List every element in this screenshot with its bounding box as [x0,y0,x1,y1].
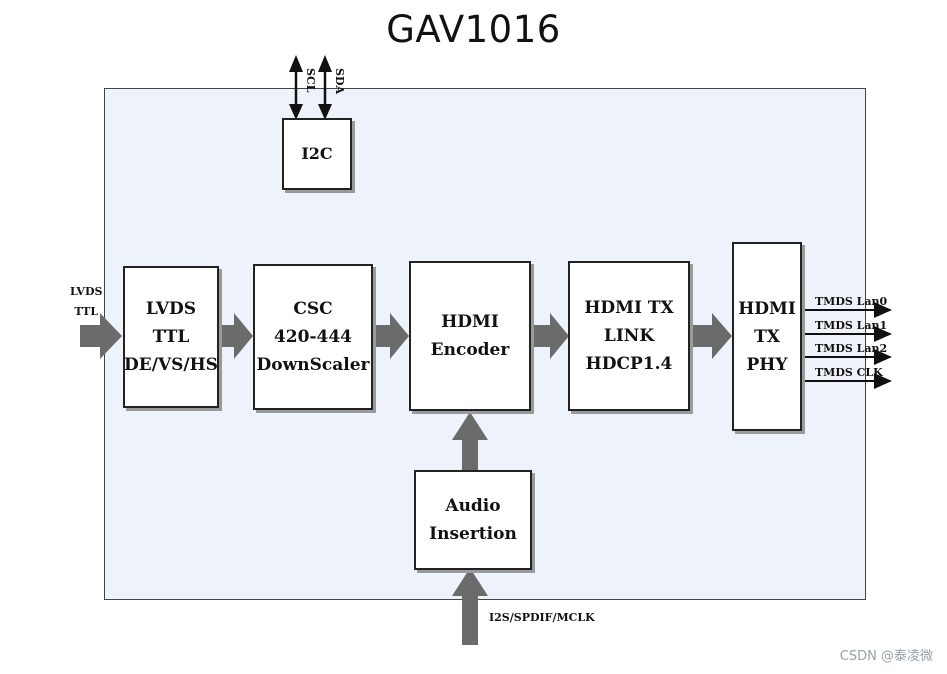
hdmi-tx-phy-block-label: HDMI TX PHY [738,298,796,375]
scl-top-head [289,55,303,72]
hdmi-tx-phy-block: HDMI TX PHY [732,242,802,431]
diagram-title: GAV1016 [386,8,561,51]
hdmi-encoder-block-label: HDMI Encoder [430,312,510,360]
hdmi-encoder-block: HDMI Encoder [409,261,531,411]
lvds-input-label: LVDS TTL [70,285,103,318]
audio-input-label: I2S/SPDIF/MCLK [489,611,595,624]
csc-block-label: CSC 420-444 DownScaler [256,299,370,375]
scl-label: SCL [304,68,317,93]
i2c-block: I2C [282,118,352,190]
sda-label: SDA [333,68,346,95]
i2s-input-arrow [452,568,488,645]
lvds-to-csc-arrow [216,313,253,359]
csc-to-encoder-arrow [372,313,409,359]
scl-bottom-head [289,104,303,120]
tmds-lan2-label: TMDS Lan2 [815,342,888,355]
tmds-lan1-label: TMDS Lan1 [815,319,888,332]
tmds-clk-label: TMDS CLK [815,366,883,379]
sda-top-head [318,55,332,72]
lvds-ttl-block-label: LVDS TTL DE/VS/HS [124,299,218,375]
lvds-input-arrow [80,313,122,359]
tmds-lan0-label: TMDS Lan0 [815,295,888,308]
watermark: CSDN @泰凌微 [839,649,933,664]
i2c-block-label: I2C [301,144,333,163]
lvds-ttl-block: LVDS TTL DE/VS/HS [123,266,219,408]
csc-block: CSC 420-444 DownScaler [253,264,373,410]
sda-bottom-head [318,104,332,120]
audio-insertion-block: Audio Insertion [414,470,532,570]
link-to-phy-arrow [690,313,732,359]
hdmi-tx-link-block-label: HDMI TX LINK HDCP1.4 [584,298,674,374]
hdmi-tx-link-block: HDMI TX LINK HDCP1.4 [568,261,690,411]
encoder-to-link-arrow [530,313,569,359]
audio-insertion-block-label: Audio Insertion [429,496,517,544]
audio-to-encoder-arrow [452,412,488,470]
